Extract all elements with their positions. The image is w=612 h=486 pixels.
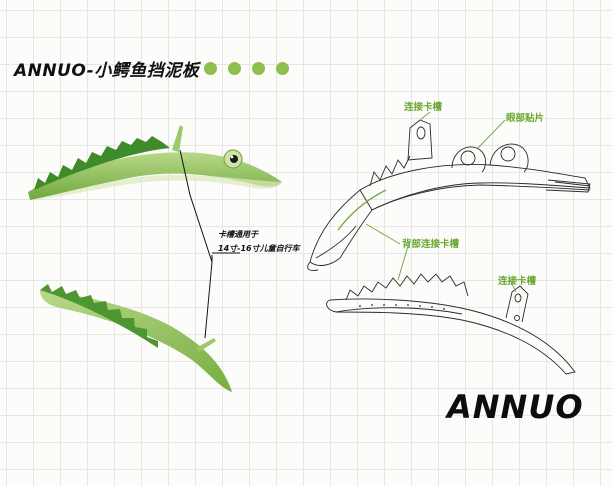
decor-dot bbox=[252, 62, 265, 75]
callout-eye-patch: 眼部贴片 bbox=[506, 113, 545, 124]
decorative-dots bbox=[204, 62, 289, 75]
line-drawing-top bbox=[307, 119, 591, 271]
mount-tab bbox=[196, 338, 216, 352]
decor-dot bbox=[276, 62, 289, 75]
callout-leaders bbox=[365, 111, 517, 293]
brand-logo: ANNUO bbox=[447, 388, 584, 426]
leader-lines bbox=[179, 149, 240, 339]
guard-body bbox=[28, 152, 282, 200]
page-title: ANNUO-小鳄鱼挡泥板 bbox=[14, 61, 200, 81]
guard-body bbox=[40, 290, 232, 392]
note-line-1: 卡槽通用于 bbox=[218, 230, 258, 239]
dorsal-scales bbox=[40, 284, 158, 348]
dorsal-scales bbox=[34, 136, 170, 190]
line-drawing-bottom bbox=[326, 273, 576, 375]
compatibility-note: 卡槽通用于 14寸-16寸儿童自行车 bbox=[218, 228, 300, 256]
decor-dot bbox=[204, 62, 217, 75]
callout-top-connector: 连接卡槽 bbox=[404, 102, 443, 113]
decor-dot bbox=[228, 62, 241, 75]
callout-rear-connector: 连接卡槽 bbox=[498, 276, 537, 287]
mudguard-side-view bbox=[40, 284, 232, 392]
mudguard-top-view bbox=[28, 125, 282, 200]
note-line-2: 14寸-16寸儿童自行车 bbox=[218, 244, 300, 253]
mount-tab bbox=[172, 125, 183, 152]
callout-back-connector: 背部连接卡槽 bbox=[402, 239, 460, 250]
